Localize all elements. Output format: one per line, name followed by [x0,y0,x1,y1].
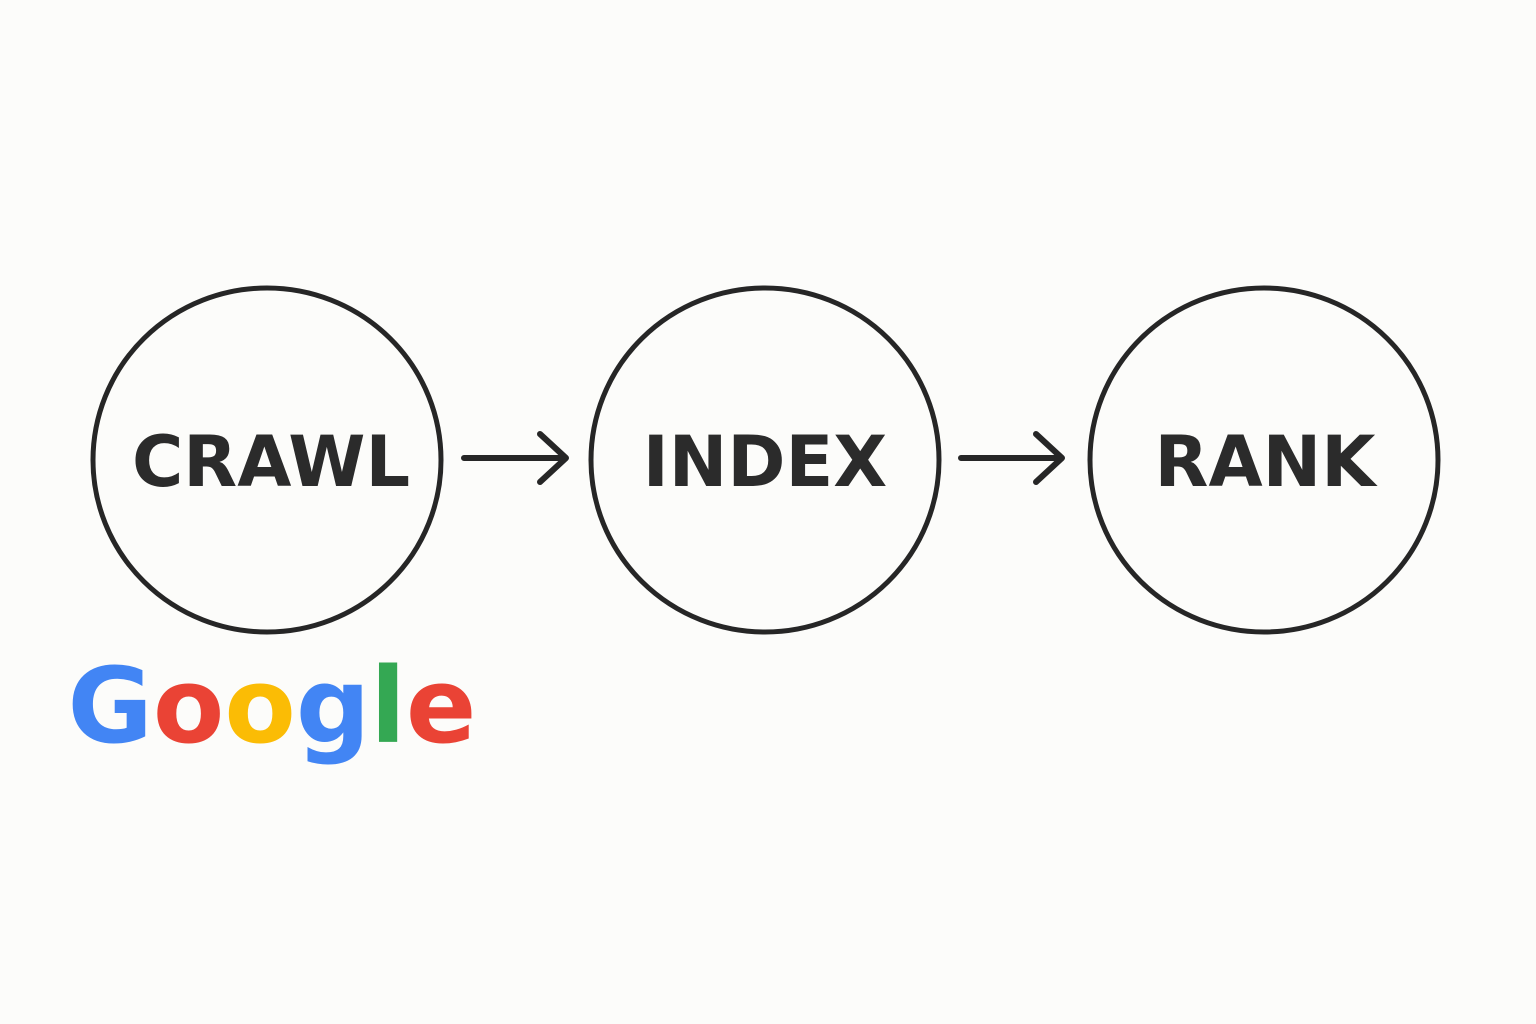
arrow-right-icon [958,431,1065,485]
step-rank: RANK [1087,285,1441,635]
google-logo-letter: o [224,645,295,767]
google-logo-letter: l [370,645,406,767]
google-logo-letter: g [296,645,370,767]
arrow-right-icon [461,431,569,485]
arrow-index-to-rank [958,431,1065,485]
step-crawl-circle [90,285,444,635]
google-logo-letter: e [406,645,477,767]
google-logo: Google [68,645,477,767]
step-index: INDEX [588,285,942,635]
google-logo-letter: o [153,645,224,767]
step-crawl-label: CRAWL [132,421,410,503]
step-crawl: CRAWL [90,285,444,635]
step-index-label: INDEX [643,421,888,503]
step-index-circle [588,285,942,635]
google-logo-letter: G [68,645,153,767]
step-rank-label: RANK [1155,421,1379,503]
arrow-crawl-to-index [461,431,569,485]
step-rank-circle [1087,285,1441,635]
